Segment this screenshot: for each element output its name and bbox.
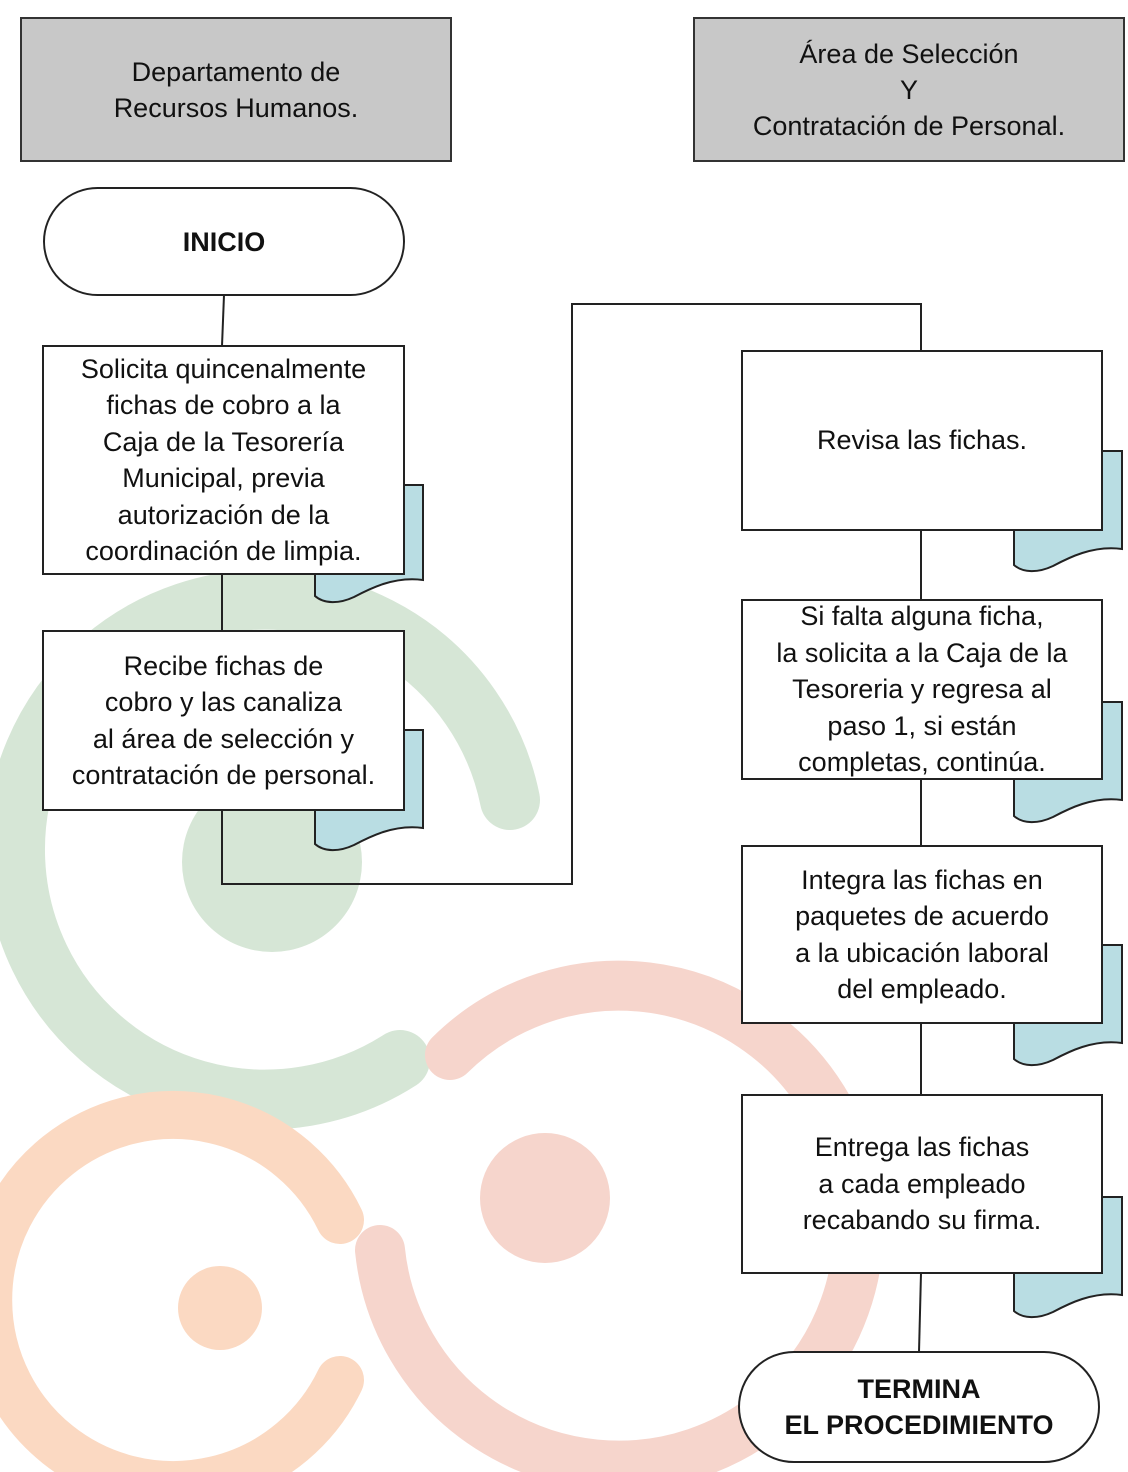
- process-step-4: Si falta alguna ficha, la solicita a la …: [741, 599, 1103, 780]
- process-step-5: Integra las fichas en paquetes de acuerd…: [741, 845, 1103, 1024]
- watermark-orange-ring: [0, 1091, 364, 1472]
- process-step-6: Entrega las fichas a cada empleado recab…: [741, 1094, 1103, 1274]
- process-step-1: Solicita quincenalmente fichas de cobro …: [42, 345, 405, 575]
- watermark-orange-dot: [178, 1266, 262, 1350]
- connector-start-to-step1: [221, 294, 225, 347]
- lane-header-hr: Departamento de Recursos Humanos.: [20, 17, 452, 162]
- start-terminal: INICIO: [43, 187, 405, 296]
- connector-step6-to-end: [918, 1272, 922, 1353]
- process-step-2: Recibe fichas de cobro y las canaliza al…: [42, 630, 405, 811]
- lane-header-selection: Área de Selección Y Contratación de Pers…: [693, 17, 1125, 162]
- end-terminal: TERMINA EL PROCEDIMIENTO: [738, 1351, 1100, 1463]
- process-step-3: Revisa las fichas.: [741, 350, 1103, 531]
- watermark-red-ring: [355, 960, 884, 1472]
- watermark-red-dot: [480, 1133, 610, 1263]
- connector-step2-to-step3: [221, 303, 922, 885]
